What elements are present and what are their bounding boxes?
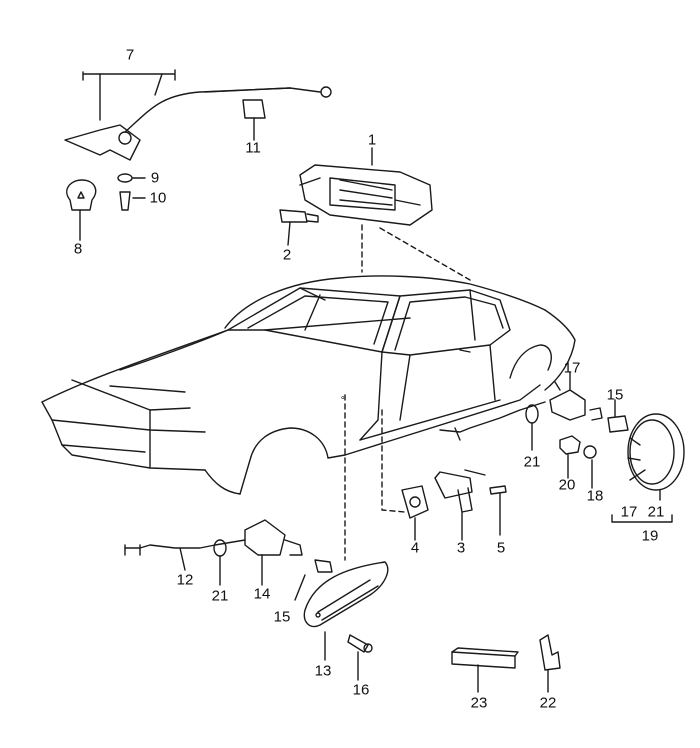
screw-5	[489, 485, 507, 536]
label-part-2: 2	[282, 246, 292, 264]
label-part-22: 22	[539, 694, 557, 712]
label-part-15-left: 15	[273, 608, 291, 626]
label-part-5: 5	[496, 539, 506, 557]
label-part-9: 9	[150, 169, 160, 187]
label-part-21-left: 21	[211, 587, 229, 605]
label-part-4: 4	[410, 539, 420, 557]
label-part-12: 12	[176, 571, 194, 589]
label-part-17-group: 17	[620, 503, 638, 521]
screw-10	[119, 191, 146, 211]
label-part-14: 14	[253, 585, 271, 603]
lamp-assembly-7	[64, 69, 332, 161]
label-part-20: 20	[558, 476, 576, 494]
interior-light-1	[299, 147, 433, 226]
side-marker-right	[439, 371, 685, 523]
label-part-7: 7	[125, 46, 135, 64]
label-part-13: 13	[314, 662, 332, 680]
grommet-4	[401, 485, 429, 541]
label-part-23: 23	[470, 694, 488, 712]
bulb-2	[279, 209, 319, 246]
label-part-8: 8	[73, 240, 83, 258]
bracket-3	[434, 469, 486, 541]
label-part-3: 3	[456, 539, 466, 557]
label-part-15-right: 15	[606, 386, 624, 404]
clip-22	[539, 634, 561, 693]
label-part-18: 18	[586, 487, 604, 505]
washer-9	[117, 173, 146, 183]
label-part-17-right: 17	[563, 359, 581, 377]
car-body: ∘	[41, 275, 576, 561]
bulb-8	[66, 179, 97, 241]
svg-text:∘: ∘	[340, 392, 346, 402]
side-marker-left	[124, 519, 389, 681]
label-part-10: 10	[149, 189, 167, 207]
label-part-19: 19	[641, 527, 659, 545]
label-part-1: 1	[367, 131, 377, 149]
label-part-21-group: 21	[647, 503, 665, 521]
label-part-16: 16	[352, 681, 370, 699]
clip-11	[242, 99, 266, 141]
strip-23	[451, 647, 519, 693]
label-part-21-right: 21	[523, 453, 541, 471]
label-part-11: 11	[245, 139, 261, 157]
